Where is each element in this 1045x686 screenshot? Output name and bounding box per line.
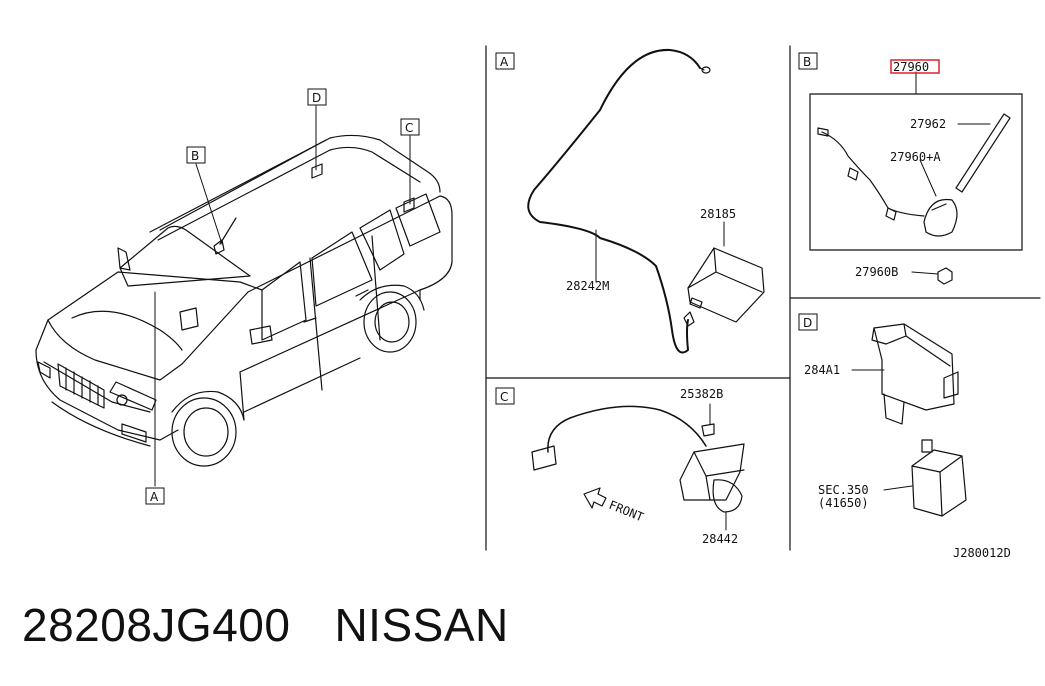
part-28242M: 28242M bbox=[566, 279, 609, 293]
part-27960b: 27960B bbox=[855, 265, 898, 279]
part-284a1: 284A1 bbox=[804, 363, 840, 377]
callout-d-label: D bbox=[312, 91, 321, 105]
panel-titles: A B C D bbox=[495, 52, 818, 405]
footer-part-number: 28208JG400 bbox=[22, 599, 291, 651]
callout-c-label: C bbox=[405, 121, 413, 135]
front-direction-label: FRONT bbox=[607, 498, 646, 525]
part-sec350: SEC.350 bbox=[818, 483, 869, 497]
callout-b-label: B bbox=[191, 149, 199, 163]
footer-caption: 28208JG400 NISSAN bbox=[22, 598, 509, 652]
vehicle-illustration bbox=[35, 134, 453, 467]
panel-a-wiring bbox=[527, 48, 765, 354]
panel-d-module bbox=[851, 323, 967, 517]
vehicle-callouts: B D C A bbox=[145, 88, 420, 505]
panel-b-antenna bbox=[809, 71, 1023, 285]
footer-brand: NISSAN bbox=[334, 599, 509, 651]
part-28442: 28442 bbox=[702, 532, 738, 546]
panel-dividers bbox=[485, 45, 1041, 551]
panel-a-title: A bbox=[500, 55, 509, 69]
panel-b-title: B bbox=[803, 55, 811, 69]
callout-a-label: A bbox=[150, 490, 159, 504]
panel-c-camera bbox=[531, 403, 745, 531]
part-27960: 27960 bbox=[893, 60, 929, 74]
drawing-code: J280012D bbox=[953, 546, 1011, 560]
panel-c-title: C bbox=[500, 390, 508, 404]
part-labels: 28185 28242M 27960 27962 27960+A 27960B … bbox=[566, 60, 1011, 560]
highlight-box bbox=[890, 59, 940, 74]
callout-leaders bbox=[154, 105, 411, 487]
part-27962: 27962 bbox=[910, 117, 946, 131]
part-27960-a: 27960+A bbox=[890, 150, 941, 164]
part-28185: 28185 bbox=[700, 207, 736, 221]
part-25382b: 25382B bbox=[680, 387, 723, 401]
panel-d-title: D bbox=[803, 316, 812, 330]
part-sec350-ref: (41650) bbox=[818, 496, 869, 510]
